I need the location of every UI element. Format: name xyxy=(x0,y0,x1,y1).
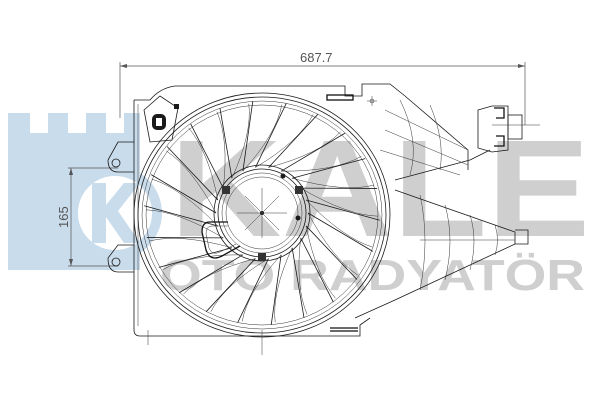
kale-watermark: KALE OTO RADYATÖR xyxy=(8,112,590,300)
height-dimension-value: 165 xyxy=(56,206,71,228)
fan-shroud xyxy=(107,83,540,337)
connector-left xyxy=(143,95,179,143)
brand-kale-text: KALE xyxy=(170,112,590,266)
k-emblem-letter xyxy=(92,183,140,243)
motor-cable xyxy=(201,221,241,259)
width-dimension-value: 687.7 xyxy=(300,50,333,65)
mount-hole-bottom xyxy=(111,257,121,267)
width-dimension: 687.7 xyxy=(119,50,526,125)
mount-hole-top xyxy=(111,158,121,168)
connector-right xyxy=(477,105,540,153)
center-line xyxy=(147,330,263,355)
motor-hub xyxy=(201,164,311,262)
